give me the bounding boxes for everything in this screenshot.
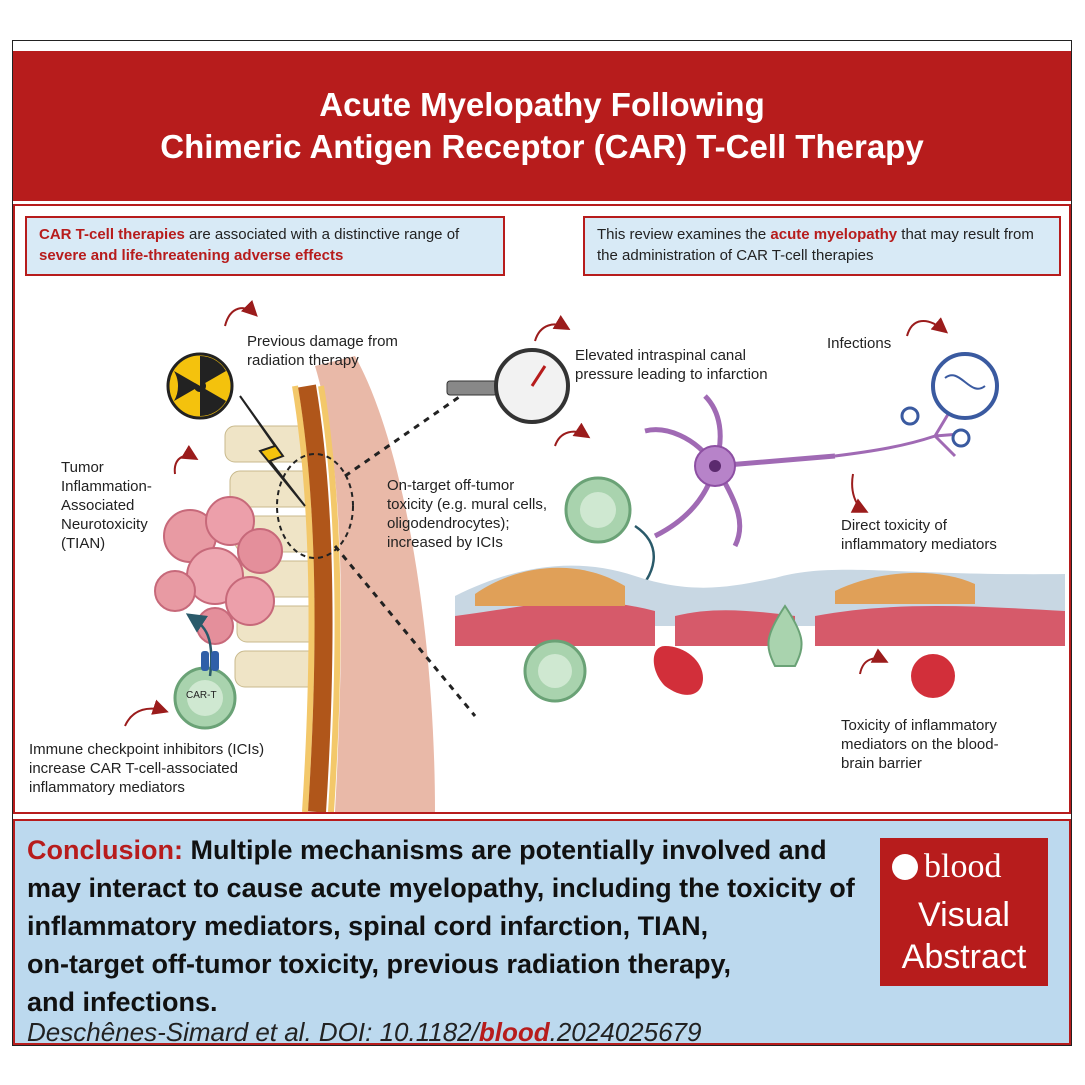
tian-label: Tumor Inflammation- Associated Neurotoxi…	[61, 459, 152, 552]
left-info-box: CAR T-cell therapies are associated with…	[25, 216, 505, 276]
car-t-highlight: CAR T-cell therapies	[39, 226, 185, 243]
lightning-bolt-icon	[239, 395, 306, 507]
visual-abstract-frame: Acute Myelopathy Following Chimeric Anti…	[12, 40, 1072, 1047]
pressure-label: Elevated intraspinal canal pressure lead…	[575, 347, 768, 383]
virus-icon	[900, 352, 999, 448]
infections-label: Infections	[827, 335, 892, 352]
red-blood-cell-2	[911, 654, 955, 698]
title-line-2: Chimeric Antigen Receptor (CAR) T-Cell T…	[160, 128, 924, 165]
conclusion-heading: Conclusion:	[27, 835, 183, 865]
badge-line-1: Visual	[918, 896, 1010, 934]
conclusion-text: Conclusion: Multiple mechanisms are pote…	[27, 835, 855, 1017]
ici-label: Immune checkpoint inhibitors (ICIs) incr…	[29, 741, 265, 796]
spine-illustration	[224, 356, 477, 812]
badge-line-2: Abstract	[901, 938, 1027, 976]
bbb-toxicity-label: Toxicity of inflammatory mediators on th…	[841, 717, 999, 772]
blood-vessel-wall	[455, 565, 1065, 646]
tumor-cluster	[154, 496, 283, 645]
red-blood-cell-1	[653, 646, 703, 695]
citation: Deschênes-Simard et al. DOI: 10.1182/blo…	[27, 1017, 702, 1047]
left-box-text: are associated with a distinctive range …	[184, 226, 460, 243]
right-info-box: This review examines the acute myelopath…	[583, 216, 1061, 276]
blood-logo-icon	[892, 854, 918, 880]
title-banner: Acute Myelopathy Following Chimeric Anti…	[13, 51, 1071, 201]
acute-myelopathy-highlight: acute myelopathy	[770, 226, 898, 243]
mechanism-illustration	[124, 299, 1065, 812]
radiation-label: Previous damage from radiation therapy	[247, 333, 398, 369]
on-target-label: On-target off-tumor toxicity (e.g. mural…	[387, 477, 548, 551]
mechanisms-panel: CAR T-cell therapies are associated with…	[13, 204, 1071, 814]
adverse-effects-highlight: severe and life-threatening adverse effe…	[39, 247, 344, 264]
direct-toxicity-label: Direct toxicity of inflammatory mediator…	[841, 517, 997, 553]
citation-journal: blood	[478, 1017, 550, 1047]
car-t-label: CAR-T	[186, 690, 217, 701]
right-box-text-1: This review examines the	[597, 226, 771, 243]
blood-visual-abstract-badge: blood Visual Abstract	[880, 838, 1048, 986]
right-box-text-2: that may result from the administration …	[597, 226, 1034, 264]
badge-brand: blood	[924, 848, 1002, 885]
pressure-gauge-icon	[446, 348, 570, 424]
neuron-illustration	[644, 394, 961, 548]
radiation-icon	[166, 352, 234, 420]
title-line-1: Acute Myelopathy Following	[319, 86, 765, 123]
